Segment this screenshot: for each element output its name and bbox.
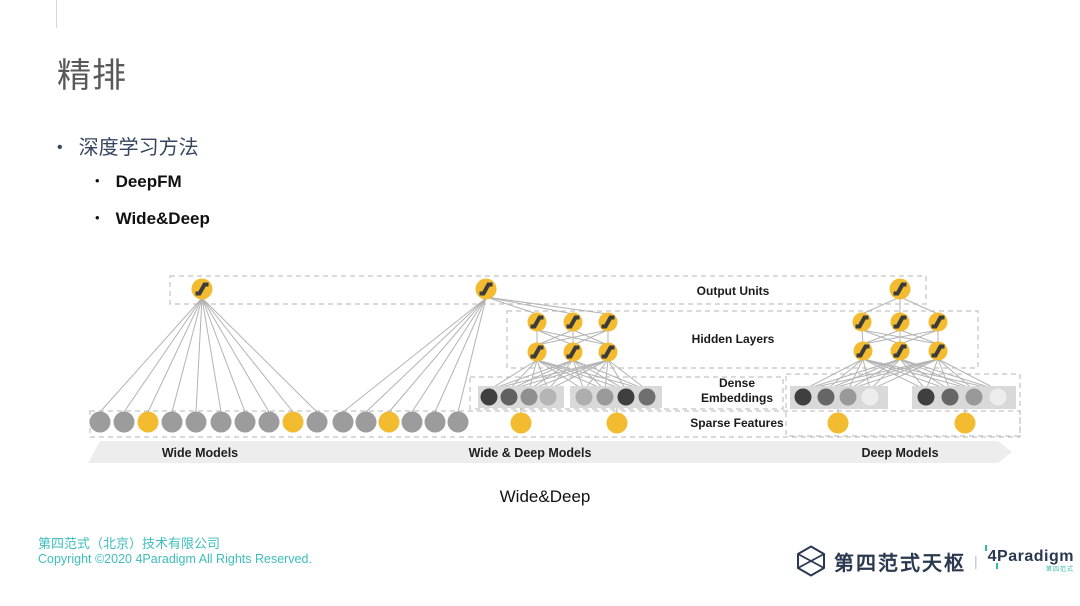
banner-deep-models: Deep Models — [861, 446, 939, 460]
banner-wide-deep-models: Wide & Deep Models — [468, 446, 592, 460]
label-sparse-features: Sparse Features — [690, 416, 784, 430]
footer-copyright: Copyright ©2020 4Paradigm All Rights Res… — [38, 552, 312, 566]
wide-model — [89, 278, 328, 433]
footer-logo-block: 第四范式天枢 | 4Paradigm 第四范式 — [796, 543, 1074, 579]
label-hidden-layers: Hidden Layers — [691, 332, 775, 346]
label-output-units: Output Units — [696, 284, 770, 298]
bullet-wide-and-deep: Wide&Deep — [95, 209, 210, 229]
models-banner — [88, 441, 1012, 463]
edge-guide-line — [56, 0, 57, 28]
footer-company-name: 第四范式（北京）技术有限公司 — [38, 536, 221, 551]
brand-sub-text: 第四范式 — [1045, 567, 1074, 573]
deep-model — [790, 278, 1016, 434]
label-dense: Dense — [718, 376, 756, 391]
bullet-deepfm: DeepFM — [95, 172, 182, 192]
brand-4-glyph: 4 — [984, 545, 999, 569]
brand-paradigm-text: Paradigm — [997, 548, 1074, 565]
banner-wide-models: Wide Models — [161, 446, 239, 460]
logo-text-tianshu: 第四范式天枢 — [834, 552, 966, 575]
diagram-caption: Wide&Deep — [499, 487, 591, 506]
page-title: 精排 — [57, 57, 127, 95]
hexagon-logo-icon — [797, 545, 825, 577]
brand-4paradigm: 4Paradigm 第四范式 — [984, 545, 1074, 573]
wide-and-deep-model — [332, 278, 662, 434]
dashed-layer-frames — [89, 275, 1021, 438]
label-embeddings: Embeddings — [700, 391, 774, 406]
logo-divider: | — [974, 553, 978, 569]
bullet-deep-learning-methods: 深度学习方法 — [57, 131, 199, 160]
